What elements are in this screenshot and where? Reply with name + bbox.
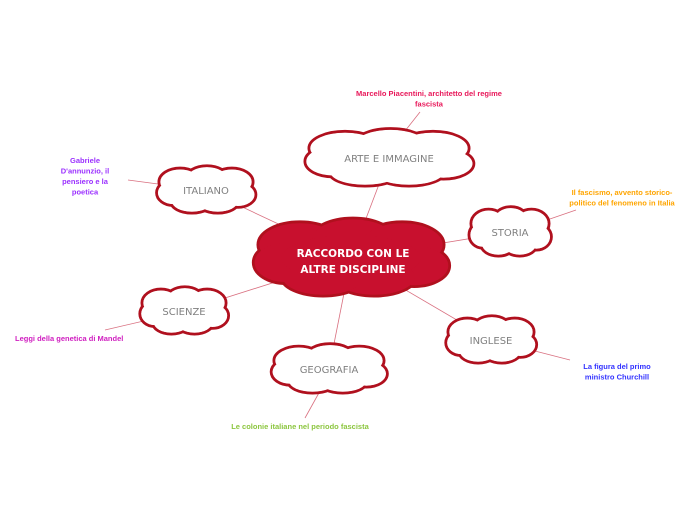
topic-node-italiano[interactable]: ITALIANO [155,164,258,215]
leaf-text: D'annunzio, il [61,167,109,176]
topic-node-arte[interactable]: ARTE E IMMAGINE [303,127,476,188]
topic-node-geografia[interactable]: GEOGRAFIA [269,342,389,395]
leaf-node-inglese[interactable]: La figura del primo ministro Churchill [583,362,651,382]
leaf-text: Gabriele [70,156,100,165]
leaf-connector-geografia [304,390,321,419]
leaf-connector-inglese [530,349,571,361]
leaf-text: Marcello Piacentini, architetto del regi… [356,89,502,98]
topic-label: ARTE E IMMAGINE [344,154,434,165]
topic-label: STORIA [491,228,528,239]
central-node[interactable]: RACCORDO CON LE ALTRE DISCIPLINE [251,216,452,298]
central-label: ALTRE DISCIPLINE [300,264,405,276]
leaf-text: politico del fenomeno in Italia [569,199,675,208]
topic-node-scienze[interactable]: SCIENZE [138,285,231,336]
leaf-text: Il fascismo, avvento storico- [572,188,673,197]
topic-label: SCIENZE [162,307,205,318]
leaf-text: Leggi della genetica di Mandel [15,334,123,343]
topic-label: INGLESE [470,336,513,347]
topic-label: ITALIANO [183,186,229,197]
leaf-connector-storia [546,209,577,221]
topic-node-inglese[interactable]: INGLESE [444,314,539,365]
leaf-text: poetica [72,188,99,197]
leaf-text: La figura del primo [583,362,651,371]
topic-label: GEOGRAFIA [300,365,359,376]
leaf-connector-italiano [127,179,159,185]
leaf-node-arte[interactable]: Marcello Piacentini, architetto del regi… [356,89,502,109]
leaf-node-scienze[interactable]: Leggi della genetica di Mandel [15,334,123,343]
leaf-connector-scienze [104,319,149,331]
leaf-text: fascista [415,100,444,109]
leaf-connector-arte [404,111,421,132]
topic-node-storia[interactable]: STORIA [467,205,553,258]
leaf-text: Le colonie italiane nel periodo fascista [231,422,369,431]
leaf-text: pensiero e la [62,177,109,186]
leaf-node-storia[interactable]: Il fascismo, avvento storico-politico de… [569,188,675,208]
central-label: RACCORDO CON LE [297,248,410,260]
leaf-text: ministro Churchill [585,373,649,382]
leaf-node-geografia[interactable]: Le colonie italiane nel periodo fascista [231,422,369,431]
